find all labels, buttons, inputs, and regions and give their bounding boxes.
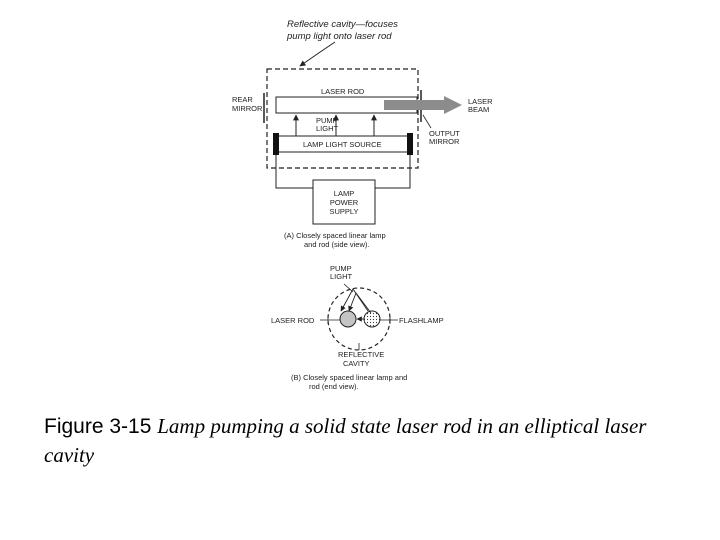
lamp-electrode-right [407, 133, 413, 155]
laser-rod-label: LASER ROD [321, 87, 365, 96]
lamp-source-label: LAMP LIGHT SOURCE [303, 140, 382, 149]
pump-light-leader [343, 283, 354, 293]
pump-ray-2 [340, 288, 369, 312]
pump-light-label-2: LIGHT [316, 124, 339, 133]
rear-mirror-label-1: REAR [232, 95, 253, 104]
caption-a-line-1: (A) Closely spaced linear lamp [284, 231, 386, 240]
lamp-electrode-left [273, 133, 279, 155]
figure-caption: Figure 3-15 Lamp pumping a solid state l… [44, 412, 684, 470]
end-pump-label-1: PUMP [330, 264, 352, 273]
reflective-cavity-outline [266, 68, 419, 169]
cavity-note-line-1: Reflective cavity—focuses [287, 19, 398, 30]
output-mirror-label-1: OUTPUT [429, 129, 460, 138]
end-pump-label-2: LIGHT [330, 272, 353, 281]
output-mirror-label-2: MIRROR [429, 137, 460, 146]
power-label-1: LAMP [334, 189, 354, 198]
output-mirror-leader [422, 114, 432, 129]
end-laser-rod [339, 310, 357, 328]
end-cavity-label-1: REFLECTIVE [338, 350, 384, 359]
laser-cavity-diagram: Reflective cavity—focuses pump light ont… [232, 19, 493, 391]
power-label-2: POWER [330, 198, 359, 207]
caption-a-line-2: and rod (side view). [304, 240, 369, 249]
cavity-note-arrow [299, 41, 336, 67]
cavity-note-line-2: pump light onto laser rod [286, 31, 392, 42]
caption-b-line-1: (B) Closely spaced linear lamp and [291, 373, 407, 382]
figure-caption-text: Lamp pumping a solid state laser rod in … [44, 414, 647, 467]
lamp-power-supply [312, 179, 376, 225]
end-flashlamp-label: FLASHLAMP [399, 316, 444, 325]
laser-beam-label-2: BEAM [468, 105, 489, 114]
power-wire-right [375, 155, 411, 189]
end-cavity-label-2: CAVITY [343, 359, 370, 368]
end-laser-rod-label: LASER ROD [271, 316, 315, 325]
pump-light-label-1: PUMP [316, 116, 338, 125]
caption-b-line-2: rod (end view). [309, 382, 359, 391]
laser-beam-arrow [384, 96, 462, 114]
end-flashlamp [363, 310, 381, 328]
power-label-3: SUPPLY [329, 207, 358, 216]
power-wire-left [275, 155, 313, 189]
laser-beam-label-1: LASER [468, 97, 493, 106]
rear-mirror-label-2: MIRROR [232, 104, 263, 113]
figure-label: Figure 3-15 [44, 415, 152, 438]
